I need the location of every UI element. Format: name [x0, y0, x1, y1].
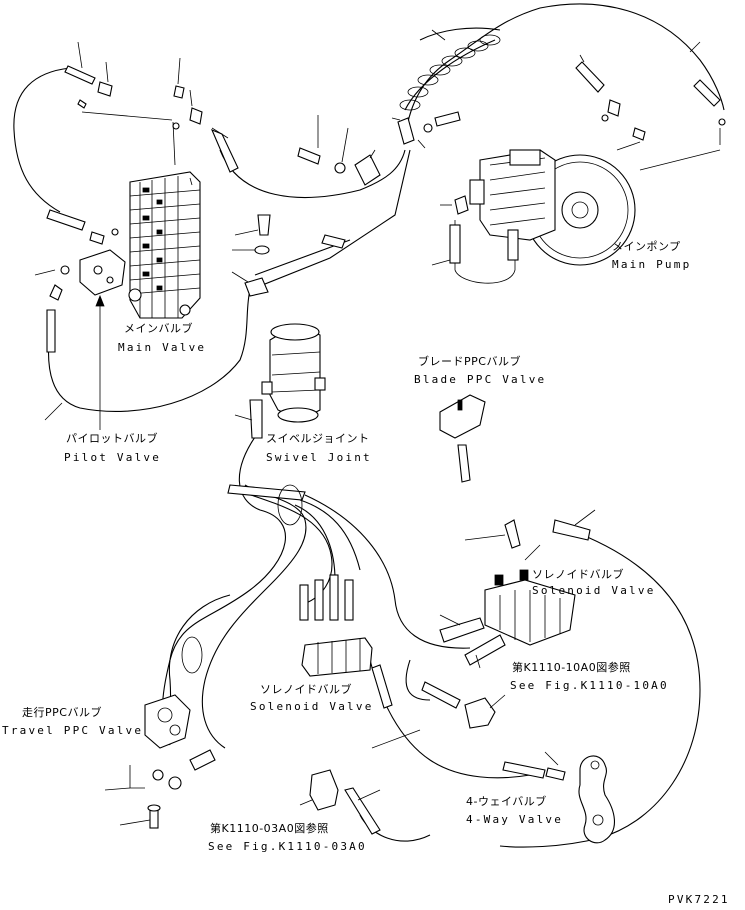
travel-ppc-valve-label-jp: 走行PPCバルブ	[22, 706, 102, 719]
swivel-joint-label-jp: スイベルジョイント	[266, 432, 370, 445]
swivel-joint-label-en: Swivel Joint	[266, 451, 372, 464]
main-valve-part	[128, 171, 201, 319]
hose-routes	[13, 3, 725, 848]
solenoid-valve-right-part	[439, 519, 591, 666]
drawing-code: PVK7221	[668, 893, 730, 906]
main-pump-part	[449, 149, 636, 284]
pilot-valve-label-en: Pilot Valve	[64, 451, 162, 464]
blade-ppc-valve-part	[439, 394, 521, 549]
pilot-valve-part	[46, 249, 126, 353]
see-fig-10a0-label-en: See Fig.K1110-10A0	[510, 679, 669, 692]
travel-ppc-valve-part	[129, 694, 216, 829]
solenoid-valve-center-label-en: Solenoid Valve	[250, 700, 374, 713]
main-valve-label-en: Main Valve	[118, 341, 207, 354]
blade-ppc-valve-label-en: Blade PPC Valve	[414, 373, 547, 386]
pilot-valve-label-jp: パイロットバルブ	[66, 432, 158, 445]
solenoid-valve-right-label-jp: ソレノイドバルブ	[532, 568, 624, 581]
main-valve-label-jp: メインバルブ	[124, 322, 193, 335]
solenoid-valve-center-part	[299, 574, 393, 709]
travel-ppc-valve-label-en: Travel PPC Valve	[2, 724, 144, 737]
four-way-valve-label-en: 4-Way Valve	[466, 813, 564, 826]
blade-ppc-valve-label-jp: ブレードPPCバルブ	[418, 355, 521, 368]
solenoid-valve-right-label-en: Solenoid Valve	[532, 584, 656, 597]
main-pump-label-en: Main Pump	[612, 258, 692, 271]
four-way-valve-part	[309, 681, 615, 844]
coiled-hose	[399, 34, 501, 111]
four-way-valve-label-jp: 4-ウェイバルブ	[466, 795, 547, 808]
see-fig-03a0-label-en: See Fig.K1110-03A0	[208, 840, 367, 853]
leader-lines	[34, 29, 721, 826]
fittings-and-bolts	[46, 61, 726, 674]
swivel-joint-part	[261, 323, 326, 423]
see-fig-03a0-label-jp: 第K1110-03A0図参照	[210, 822, 329, 835]
main-pump-label-jp: メインポンプ	[612, 240, 681, 253]
solenoid-valve-center-label-jp: ソレノイドバルブ	[260, 683, 352, 696]
see-fig-10a0-label-jp: 第K1110-10A0図参照	[512, 661, 631, 674]
